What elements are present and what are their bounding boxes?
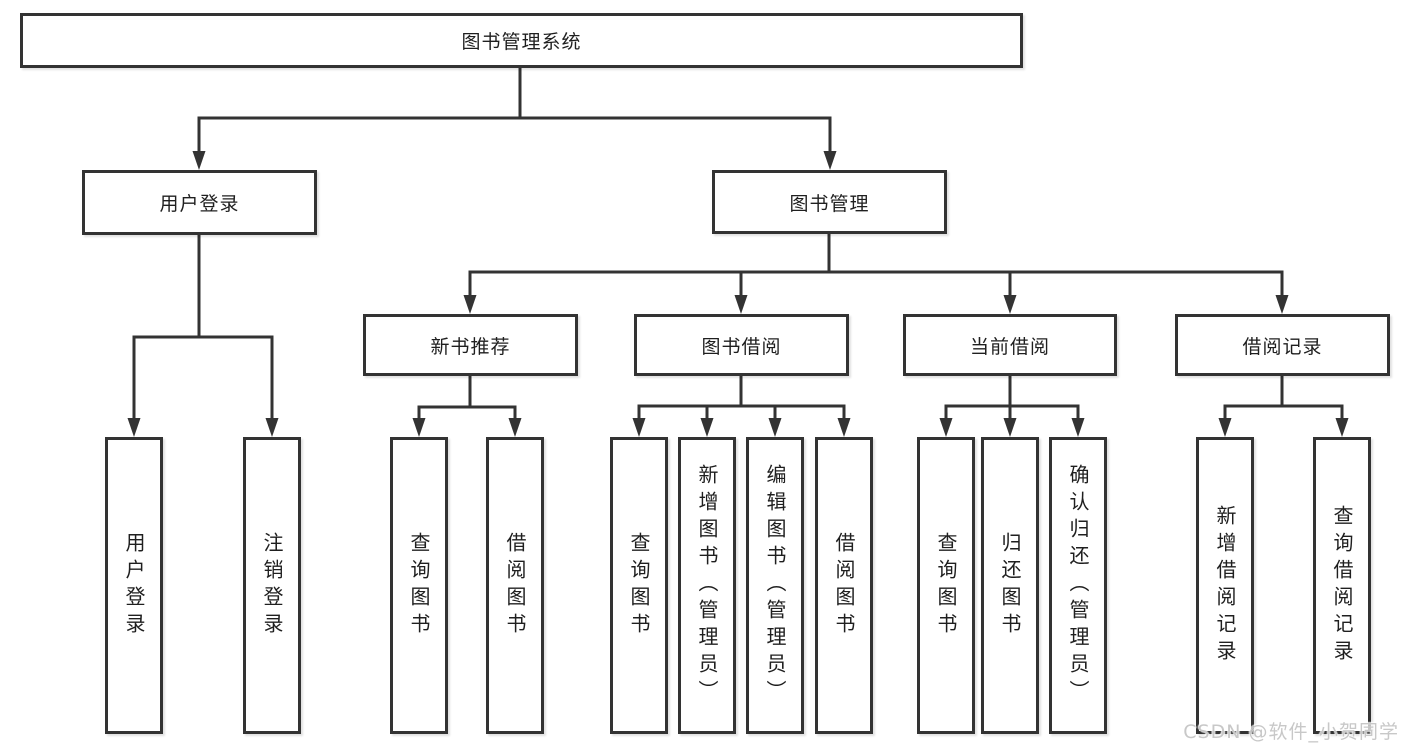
leaf-user-login: 用户登录 xyxy=(105,437,163,734)
leaf-confirm-return-admin: 确认归还（管理员） xyxy=(1049,437,1107,734)
node-label: 查询借阅记录 xyxy=(1330,504,1354,667)
node-label: 编辑图书（管理员） xyxy=(763,464,787,707)
connector-book-management-to-level3 xyxy=(463,232,1289,314)
connector-user-login-to-leaves xyxy=(127,233,279,437)
leaf-query-books-recommend: 查询图书 xyxy=(390,437,448,734)
node-label: 新书推荐 xyxy=(430,335,511,358)
leaf-borrow-books-recommend: 借阅图书 xyxy=(486,437,544,734)
node-label: 查询图书 xyxy=(934,531,958,640)
watermark-csdn: CSDN @软件_小贺同学 xyxy=(1183,721,1399,743)
node-label: 图书管理系统 xyxy=(461,31,582,53)
node-label: 用户登录 xyxy=(122,531,146,640)
connector-root-to-level2 xyxy=(192,66,837,170)
connector-borrowing-records-to-leaves xyxy=(1218,374,1349,437)
leaf-logout-login: 注销登录 xyxy=(243,437,301,734)
node-label: 图书借阅 xyxy=(701,335,782,358)
node-label: 图书管理 xyxy=(789,192,870,215)
leaf-add-books-admin: 新增图书（管理员） xyxy=(678,437,736,734)
node-label: 当前借阅 xyxy=(969,335,1050,358)
node-label: 借阅记录 xyxy=(1242,335,1323,358)
node-borrowing-records: 借阅记录 xyxy=(1175,314,1390,376)
node-book-borrowing: 图书借阅 xyxy=(634,314,849,376)
leaf-query-books-current: 查询图书 xyxy=(917,437,975,734)
leaf-add-borrow-record: 新增借阅记录 xyxy=(1196,437,1254,734)
node-library-management-system: 图书管理系统 xyxy=(20,13,1023,68)
node-user-login: 用户登录 xyxy=(82,170,317,235)
leaf-query-borrow-record: 查询借阅记录 xyxy=(1313,437,1371,734)
node-label: 借阅图书 xyxy=(503,531,527,640)
leaf-edit-books-admin: 编辑图书（管理员） xyxy=(746,437,804,734)
node-current-borrowing: 当前借阅 xyxy=(903,314,1117,376)
node-label: 查询图书 xyxy=(407,531,431,640)
node-label: 新增借阅记录 xyxy=(1213,504,1237,667)
node-label: 归还图书 xyxy=(998,531,1022,640)
connector-current-borrowing-to-leaves xyxy=(939,374,1085,437)
node-label: 用户登录 xyxy=(159,193,240,215)
node-label: 查询图书 xyxy=(627,531,651,640)
node-label: 借阅图书 xyxy=(832,531,856,640)
connector-book-borrowing-to-leaves xyxy=(632,374,851,437)
node-new-book-recommend: 新书推荐 xyxy=(363,314,578,376)
leaf-return-books: 归还图书 xyxy=(981,437,1039,734)
leaf-borrow-books: 借阅图书 xyxy=(815,437,873,734)
node-book-management: 图书管理 xyxy=(712,170,947,234)
leaf-query-books-borrow: 查询图书 xyxy=(610,437,668,734)
node-label: 新增图书（管理员） xyxy=(695,464,719,707)
connector-new-book-recommend-to-leaves xyxy=(412,374,522,437)
node-label: 注销登录 xyxy=(260,531,284,640)
node-label: 确认归还（管理员） xyxy=(1066,464,1090,707)
